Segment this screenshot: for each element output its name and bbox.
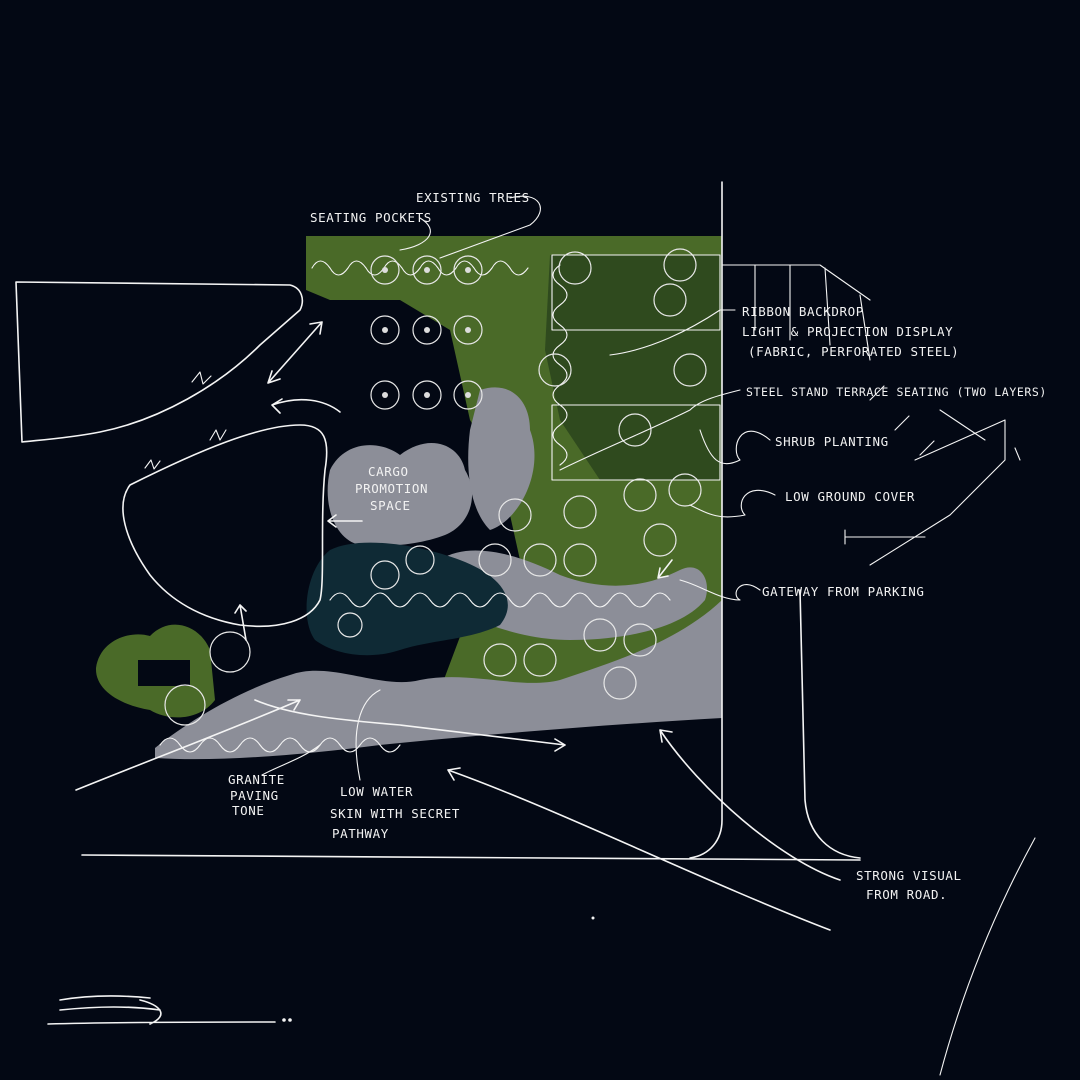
label-cargo-2: PROMOTION bbox=[355, 481, 428, 496]
arrow-icon bbox=[254, 699, 566, 752]
tree-scatter bbox=[164, 248, 707, 726]
label-cargo-1: CARGO bbox=[368, 464, 409, 479]
paving-bottom bbox=[155, 600, 722, 760]
label-visual-2: FROM ROAD. bbox=[866, 887, 947, 902]
leader-granite bbox=[261, 744, 321, 776]
label-visual-1: STRONG VISUAL bbox=[856, 868, 962, 883]
leader-water bbox=[355, 689, 381, 781]
scallop-right-column bbox=[552, 264, 568, 466]
label-low-ground-cover: LOW GROUND COVER bbox=[785, 489, 915, 504]
label-water-3: PATHWAY bbox=[332, 826, 389, 841]
label-ribbon-3: (FABRIC, PERFORATED STEEL) bbox=[748, 344, 959, 359]
arrow-icon bbox=[75, 699, 301, 791]
parking-ticks bbox=[844, 385, 1021, 545]
tree-row-3 bbox=[370, 380, 483, 410]
signature-mark-icon bbox=[47, 995, 292, 1025]
arrow-icon bbox=[327, 514, 363, 528]
planting-dark-area bbox=[545, 255, 722, 480]
leader-shrub bbox=[699, 429, 771, 465]
linework bbox=[15, 181, 1036, 1076]
tree-row-2 bbox=[370, 315, 483, 345]
road-line bbox=[81, 854, 861, 861]
paving-right-strip bbox=[468, 387, 535, 530]
leader-low-ground bbox=[689, 489, 776, 518]
label-granite-2: PAVING bbox=[230, 788, 279, 803]
site-right-boundary bbox=[689, 181, 723, 859]
label-granite-1: GRANITE bbox=[228, 772, 285, 787]
label-cargo-3: SPACE bbox=[370, 498, 411, 513]
leader-steel-terrace bbox=[559, 389, 741, 471]
road-diagonal bbox=[939, 837, 1036, 1076]
label-steel-terrace: STEEL STAND TERRACE SEATING (TWO LAYERS) bbox=[746, 385, 1047, 399]
tree-grid bbox=[164, 248, 707, 726]
left-building-outline bbox=[15, 281, 304, 443]
ribbon-backdrop-frame-2 bbox=[551, 404, 721, 481]
label-ribbon-2: LIGHT & PROJECTION DISPLAY bbox=[742, 324, 953, 339]
arrow-icon bbox=[271, 398, 341, 414]
label-ribbon-1: RIBBON BACKDROP bbox=[742, 304, 864, 319]
label-granite-3: TONE bbox=[232, 803, 265, 818]
labels: EXISTING TREES SEATING POCKETS RIBBON BA… bbox=[228, 190, 1047, 902]
label-seating-pockets: SEATING POCKETS bbox=[310, 210, 432, 225]
scalloped-edges bbox=[159, 260, 671, 753]
water-area bbox=[306, 542, 508, 656]
label-gateway: GATEWAY FROM PARKING bbox=[762, 584, 925, 599]
left-loop-outline bbox=[122, 424, 328, 628]
label-water-1: LOW WATER bbox=[340, 784, 413, 799]
arrows bbox=[75, 321, 841, 931]
label-existing-trees: EXISTING TREES bbox=[416, 190, 530, 205]
leader-existing-trees bbox=[439, 195, 541, 259]
label-water-2: SKIN WITH SECRET bbox=[330, 806, 460, 821]
arrow-icon bbox=[234, 604, 247, 641]
arrow-icon bbox=[657, 559, 673, 579]
scribble-marks bbox=[144, 371, 227, 470]
leaders bbox=[261, 195, 776, 781]
leader-seating-pockets bbox=[399, 217, 431, 251]
leader-gateway bbox=[679, 579, 761, 601]
label-shrub-planting: SHRUB PLANTING bbox=[775, 434, 889, 449]
tree-row-1 bbox=[370, 255, 483, 285]
parking-structure bbox=[721, 264, 871, 361]
arrow-icon bbox=[447, 767, 831, 931]
arrow-icon bbox=[267, 321, 323, 384]
road-curve-right bbox=[799, 589, 861, 859]
parking-bays bbox=[869, 409, 1006, 566]
leader-ribbon bbox=[609, 309, 736, 356]
planting-left-void bbox=[138, 660, 190, 686]
arrow-icon bbox=[659, 729, 841, 881]
scallop-top-row bbox=[311, 260, 529, 276]
paving-cargo bbox=[327, 443, 473, 547]
scallop-bottom-row bbox=[159, 737, 401, 753]
scallop-mid-row bbox=[329, 592, 671, 608]
ribbon-backdrop-frame-1 bbox=[551, 254, 721, 331]
